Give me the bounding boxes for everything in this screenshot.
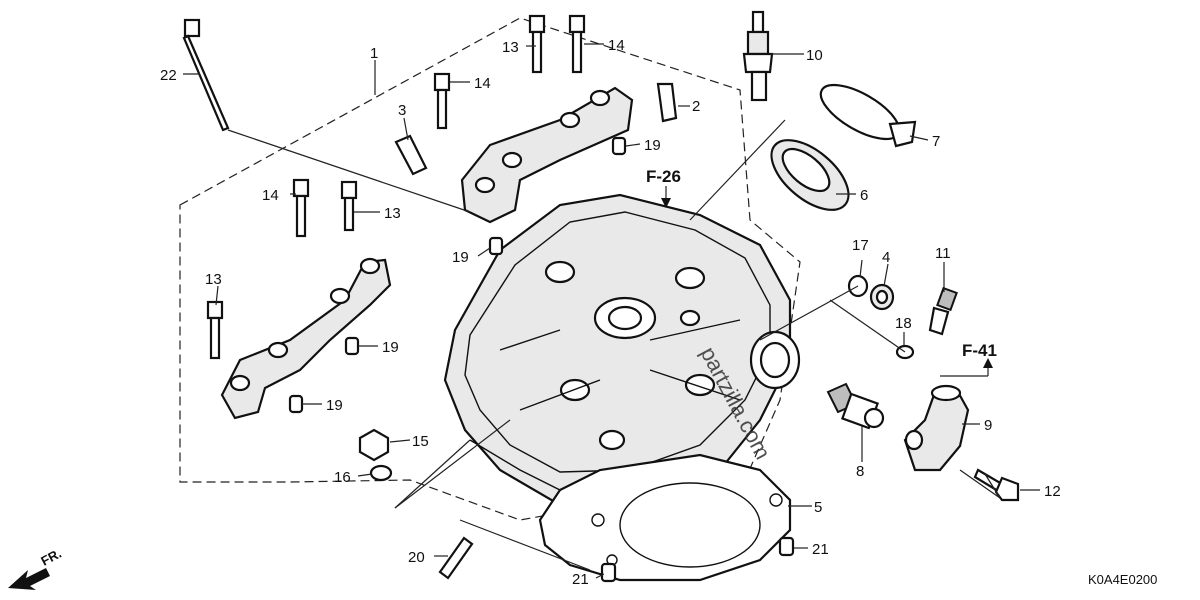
stud-bolt-20: [438, 536, 474, 580]
label-part-21-b: 21: [572, 571, 589, 588]
label-part-14-top: 14: [608, 37, 625, 54]
label-part-14-left: 14: [262, 187, 279, 204]
label-part-20: 20: [408, 549, 425, 566]
label-part-16: 16: [334, 469, 351, 486]
label-part-19-b: 19: [452, 249, 469, 266]
label-part-10: 10: [806, 47, 823, 64]
label-part-22: 22: [160, 67, 177, 84]
leader-lines: [183, 43, 1040, 579]
insulator-6: [770, 139, 850, 211]
front-arrow-icon: [8, 568, 50, 590]
cylinder-head: [443, 193, 801, 507]
label-part-8: 8: [856, 463, 864, 480]
dowel-19-b: [488, 236, 504, 256]
label-part-11: 11: [935, 245, 951, 262]
plug-4: [869, 283, 895, 311]
guide-3: [394, 134, 428, 176]
tensioner-8: [826, 382, 885, 430]
bolt-14-left: [292, 178, 310, 238]
assembly-outline: [179, 17, 801, 521]
label-part-19-c: 19: [382, 339, 399, 356]
label-part-19-d: 19: [326, 397, 343, 414]
bolt-13-left: [340, 180, 358, 232]
label-part-6: 6: [860, 187, 868, 204]
label-part-13-lower: 13: [205, 271, 222, 288]
bolt-14-top: [568, 14, 586, 74]
label-part-15: 15: [412, 433, 429, 450]
ref-f41-arrow: [940, 358, 993, 377]
ref-f26-arrow: [661, 186, 671, 208]
sensor-11: [928, 286, 958, 336]
diagram-code: K0A4E0200: [1088, 572, 1157, 587]
dowel-19-a: [611, 136, 627, 156]
label-part-14-mid: 14: [474, 75, 491, 92]
dowel-21-a: [778, 536, 795, 557]
bolt-22: [182, 18, 230, 132]
label-part-19-a: 19: [644, 137, 661, 154]
front-label: FR.: [38, 546, 64, 569]
label-part-13-left: 13: [384, 205, 401, 222]
dowel-21-b: [600, 562, 617, 583]
label-part-13-top: 13: [502, 39, 519, 56]
bolt-13-lower: [206, 300, 224, 360]
label-part-18: 18: [895, 315, 912, 332]
label-part-1: 1: [370, 45, 378, 62]
nut-15: [358, 428, 390, 462]
label-part-9: 9: [984, 417, 992, 434]
bolt-13-top: [528, 14, 546, 74]
upper-cam-holder: [460, 86, 634, 224]
label-part-21-a: 21: [812, 541, 829, 558]
label-part-4: 4: [882, 249, 890, 266]
spark-plug-10: [742, 10, 774, 102]
label-part-3: 3: [398, 102, 406, 119]
washer-16: [369, 464, 393, 482]
lower-cam-holder: [220, 257, 392, 420]
label-part-12: 12: [1044, 483, 1061, 500]
label-part-7: 7: [932, 133, 940, 150]
hose-band-7: [819, 83, 917, 148]
label-part-5: 5: [814, 499, 822, 516]
dowel-19-c: [344, 336, 360, 356]
dowel-19-d: [288, 394, 304, 414]
label-part-17: 17: [852, 237, 869, 254]
head-gasket: [538, 453, 792, 582]
guide-2: [656, 82, 678, 123]
water-joint-9: [903, 384, 970, 472]
label-part-2: 2: [692, 98, 700, 115]
bolt-14-mid: [433, 72, 451, 130]
ref-label-f41: F-41: [962, 341, 997, 360]
ref-label-f26: F-26: [646, 167, 681, 186]
